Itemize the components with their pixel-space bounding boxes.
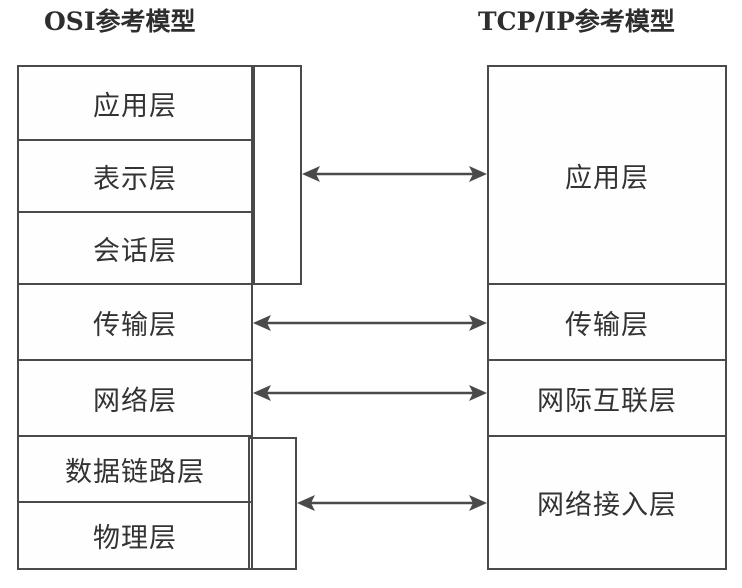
- osi-layer-physical: 物理层: [19, 501, 251, 568]
- osi-layer-stack: 应用层 表示层 会话层 传输层 网络层 数据链路层 物理层: [17, 65, 253, 570]
- tcpip-layer-stack: 应用层 传输层 网际互联层 网络接入层: [487, 65, 727, 570]
- osi-model-title: OSI参考模型: [44, 7, 196, 36]
- osi-upper-layers-bracket: [253, 65, 302, 285]
- osi-layer-transport: 传输层: [19, 283, 251, 359]
- tcpip-layer-network-access: 网络接入层: [489, 435, 725, 568]
- mapping-arrow-network-access: [297, 492, 487, 514]
- tcpip-layer-internet: 网际互联层: [489, 359, 725, 435]
- tcpip-layer-application: 应用层: [565, 162, 649, 194]
- mapping-arrow-application: [302, 163, 487, 185]
- tcpip-model-title: TCP/IP参考模型: [478, 7, 675, 36]
- mapping-arrow-transport: [253, 312, 487, 334]
- osi-layer-application: 应用层: [93, 90, 177, 122]
- osi-layer-session: 会话层: [19, 211, 251, 283]
- osi-layer-data-link: 数据链路层: [19, 435, 251, 501]
- osi-lower-layers-bracket: [248, 437, 297, 570]
- osi-layer-presentation: 表示层: [19, 139, 251, 211]
- mapping-arrow-network: [253, 382, 487, 404]
- osi-layer-network: 网络层: [19, 359, 251, 435]
- tcpip-layer-transport: 传输层: [489, 283, 725, 359]
